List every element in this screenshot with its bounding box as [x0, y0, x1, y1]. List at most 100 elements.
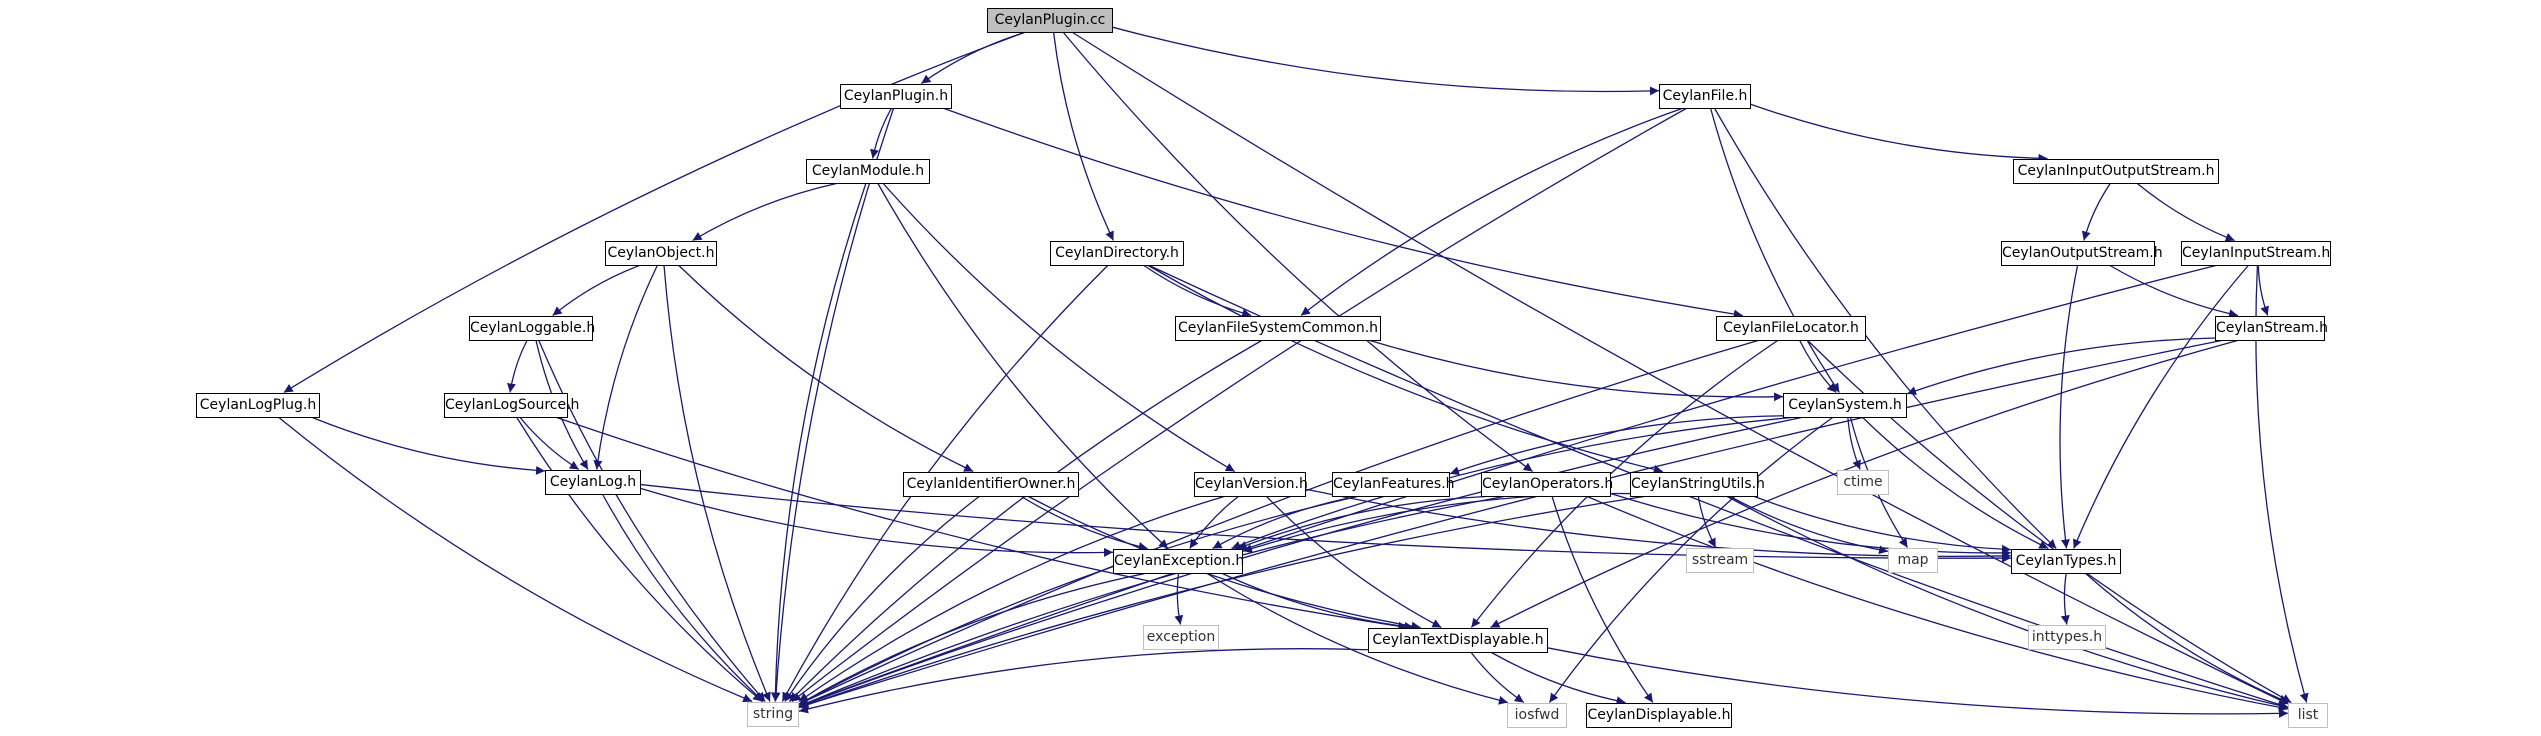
- edge-idowner-h-to-textdisp-h: [1028, 495, 1421, 631]
- edge-directory-h-to-stringutils-h: [1147, 264, 1663, 474]
- edge-object-h-to-idowner-h: [678, 265, 974, 473]
- edge-textdisp-h-to-string: [798, 648, 1369, 714]
- edge-logsource-h-to-log-h: [519, 417, 580, 471]
- node-types-h[interactable]: CeylanTypes.h: [2011, 548, 2121, 574]
- edge-exception-h-to-textdisp-h: [1222, 572, 1414, 631]
- node-textdisp-h[interactable]: CeylanTextDisplayable.h: [1368, 627, 1548, 653]
- edge-logplug-h-to-log-h: [312, 416, 546, 475]
- node-filelocator-h[interactable]: CeylanFileLocator.h: [1716, 315, 1866, 341]
- edge-filelocator-h-to-string: [798, 339, 1759, 705]
- edge-file-h-to-system-h: [1710, 108, 1840, 393]
- node-logplug-h[interactable]: CeylanLogPlug.h: [196, 392, 320, 418]
- node-loggable-h[interactable]: CeylanLoggable.h: [469, 315, 595, 341]
- node-exception-h[interactable]: CeylanException.h: [1113, 548, 1244, 574]
- node-system-h[interactable]: CeylanSystem.h: [1783, 392, 1907, 418]
- edge-system-h-to-string: [798, 416, 1802, 708]
- edge-features-h-to-exception-h: [1212, 495, 1357, 550]
- node-version-h[interactable]: CeylanVersion.h: [1194, 471, 1308, 497]
- node-operators-h[interactable]: CeylanOperators.h: [1481, 471, 1613, 497]
- edge-plugin-cc-to-operators-h: [1062, 32, 1534, 473]
- edge-textdisp-h-to-list: [1547, 647, 2289, 718]
- edge-operators-h-to-exception-h: [1237, 495, 1487, 550]
- edge-fscommon-h-to-string: [788, 339, 1262, 702]
- edge-filelocator-h-to-system-h: [1799, 340, 1837, 393]
- edge-stringutils-h-to-list: [1726, 495, 2289, 710]
- node-object-h[interactable]: CeylanObject.h: [605, 240, 717, 266]
- edge-file-h-to-string: [791, 107, 1687, 703]
- edge-loggable-h-to-string: [538, 340, 766, 702]
- node-list: list: [2288, 702, 2328, 728]
- edge-types-h-to-list: [2085, 573, 2289, 704]
- node-is-h[interactable]: CeylanInputStream.h: [2181, 240, 2331, 266]
- edge-version-h-to-exception-h: [1189, 495, 1239, 549]
- edge-is-h-to-types-h: [2073, 265, 2249, 549]
- edge-features-h-to-string: [798, 495, 1358, 705]
- edge-textdisp-h-to-iosfwd: [1470, 652, 1525, 704]
- node-stringutils-h[interactable]: CeylanStringUtils.h: [1630, 471, 1765, 497]
- edge-module-h-to-version-h: [882, 183, 1236, 473]
- edge-plugin-cc-to-directory-h: [1052, 32, 1114, 241]
- edge-module-h-to-exception-h: [877, 183, 1169, 549]
- edge-module-h-to-string: [770, 183, 867, 702]
- node-fscommon-h[interactable]: CeylanFileSystemCommon.h: [1175, 315, 1381, 341]
- node-iosfwd: iosfwd: [1507, 702, 1567, 728]
- node-string: string: [747, 701, 799, 727]
- node-sstream: sstream: [1686, 547, 1754, 573]
- edge-ios-h-to-os-h: [2081, 183, 2111, 241]
- edge-module-h-to-object-h: [692, 182, 837, 242]
- edge-ios-h-to-is-h: [2136, 182, 2235, 242]
- edge-version-h-to-string: [798, 495, 1225, 703]
- edge-idowner-h-to-string: [784, 495, 980, 702]
- edge-object-h-to-string: [663, 265, 771, 702]
- edge-stream-h-to-string: [798, 339, 2222, 709]
- edge-file-h-to-fscommon-h: [1300, 107, 1683, 317]
- node-stream-h[interactable]: CeylanStream.h: [2215, 315, 2328, 341]
- edge-plugin-cc-to-file-h: [1112, 26, 1660, 96]
- node-logsource-h[interactable]: CeylanLogSource.h: [444, 392, 579, 418]
- edge-system-h-to-exception-h: [1231, 416, 1792, 550]
- edge-plugin-cc-to-logplug-h: [283, 31, 1025, 394]
- edge-stringutils-h-to-string: [798, 495, 1645, 709]
- edge-system-h-to-features-h: [1449, 415, 1784, 476]
- node-displayable-h[interactable]: CeylanDisplayable.h: [1586, 702, 1732, 728]
- node-idowner-h[interactable]: CeylanIdentifierOwner.h: [903, 471, 1079, 497]
- node-plugin-h[interactable]: CeylanPlugin.h: [840, 83, 952, 109]
- node-os-h[interactable]: CeylanOutputStream.h: [2001, 240, 2163, 266]
- edge-plugin-cc-to-list: [1072, 31, 2289, 705]
- node-ios-h[interactable]: CeylanInputOutputStream.h: [2013, 158, 2219, 184]
- edge-textdisp-h-to-displayable-h: [1491, 651, 1626, 706]
- edge-log-h-to-exception-h: [640, 487, 1114, 557]
- node-module-h[interactable]: CeylanModule.h: [806, 158, 930, 184]
- edge-stream-h-to-system-h: [1906, 337, 2216, 396]
- node-plugin-cc[interactable]: CeylanPlugin.cc: [987, 7, 1113, 33]
- edge-is-h-to-string: [798, 264, 2216, 708]
- edge-log-h-to-types-h: [640, 483, 2012, 563]
- edge-filelocator-h-to-textdisp-h: [1470, 339, 1779, 628]
- edge-operators-h-to-list: [1586, 495, 2289, 712]
- edge-operators-h-to-types-h: [1610, 493, 2012, 558]
- edge-exception-h-to-exception: [1174, 573, 1184, 625]
- node-directory-h[interactable]: CeylanDirectory.h: [1050, 240, 1184, 266]
- edge-stringutils-h-to-map: [1729, 495, 1889, 555]
- node-features-h[interactable]: CeylanFeatures.h: [1332, 471, 1455, 497]
- edge-object-h-to-log-h: [593, 265, 658, 470]
- node-log-h[interactable]: CeylanLog.h: [545, 469, 641, 495]
- edge-is-h-to-stream-h: [2257, 265, 2269, 316]
- edge-exception-h-to-string: [798, 572, 1146, 705]
- edge-loggable-h-to-logsource-h: [507, 340, 528, 393]
- edge-directory-h-to-fscommon-h: [1143, 264, 1252, 318]
- edge-log-h-to-string: [602, 494, 764, 702]
- node-inttypes-h: inttypes.h: [2028, 624, 2106, 650]
- edge-system-h-to-types-h: [1862, 417, 2049, 550]
- edge-logsource-h-to-textdisp-h: [556, 416, 1408, 631]
- node-file-h[interactable]: CeylanFile.h: [1659, 83, 1751, 109]
- edges-layer: [278, 26, 2309, 718]
- edge-operators-h-to-displayable-h: [1551, 496, 1654, 703]
- edge-plugin-h-to-filelocator-h: [943, 107, 1743, 319]
- edge-os-h-to-types-h: [2059, 265, 2079, 549]
- edge-stringutils-h-to-sstream: [1697, 496, 1717, 548]
- edge-stringutils-h-to-types-h: [1754, 495, 2012, 554]
- edge-operators-h-to-string: [798, 495, 1505, 707]
- edge-file-h-to-ios-h: [1750, 103, 2048, 163]
- edge-system-h-to-ctime: [1847, 417, 1861, 470]
